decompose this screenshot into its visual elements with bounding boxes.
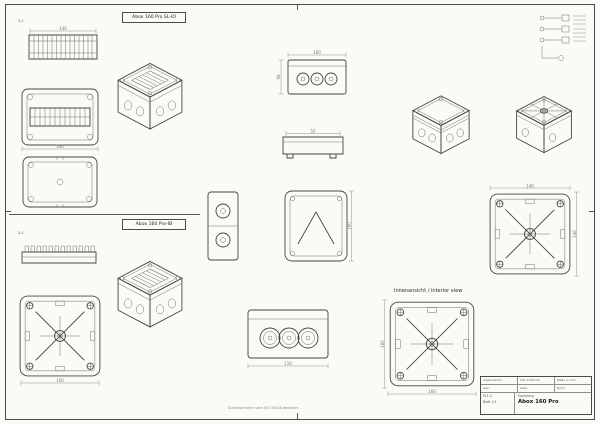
- view-iso-closed-box: [412, 95, 470, 154]
- title-block-main: M 1:2 Blatt 1/1 Spelsberg Abox 160 Pro: [481, 393, 591, 414]
- dim-label: 160: [347, 222, 352, 230]
- tb-field: Norm: [557, 385, 566, 390]
- tb-field: ISO 2768-mK: [518, 377, 555, 384]
- frame-tick-right: [589, 211, 595, 212]
- dim-label: 146: [572, 230, 577, 238]
- view-iso-open-box-ib: [117, 261, 183, 328]
- detail-scale-callout-2: 2:1: [18, 231, 24, 235]
- tb-field: Gez.: [481, 385, 518, 392]
- tb-drawing-title: Abox 160 Pro: [518, 399, 559, 405]
- view-iso-open-box-sl: [117, 63, 183, 130]
- view-interior-top-medium: 146 146: [489, 184, 580, 282]
- section-divider: [9, 214, 200, 215]
- tb-scale: M 1:2: [483, 394, 492, 398]
- title-block-title-cell: Spelsberg Abox 160 Pro: [515, 393, 591, 414]
- tb-field: Gepr.: [518, 385, 555, 392]
- view-side-two-knockouts: [204, 190, 244, 264]
- dim-label: 160: [380, 340, 385, 348]
- tb-field: Allgemeintol.: [481, 377, 518, 384]
- variant-label-ib-text: Abox 160 Pro-IB: [135, 222, 173, 227]
- dim-label: 160: [56, 144, 64, 149]
- view-lid-wedge: 160: [282, 188, 354, 266]
- detail-scale-callout-1: 2:1: [18, 19, 24, 23]
- dim-label: 52: [310, 129, 316, 134]
- view-iso-interior-box: [516, 96, 572, 154]
- title-block-row-1: Allgemeintol. ISO 2768-mK Maße in mm: [481, 377, 591, 385]
- title-block-scale-cell: M 1:2 Blatt 1/1: [481, 393, 515, 414]
- variant-label-ib: Abox 160 Pro-IB: [122, 219, 186, 230]
- dim-label: 146: [526, 184, 534, 189]
- dim-label: 94: [276, 74, 281, 80]
- frame-tick-left: [5, 211, 11, 212]
- view-front-three-knockouts: 160 94: [276, 50, 350, 98]
- title-block: Allgemeintol. ISO 2768-mK Maße in mm Gez…: [480, 376, 592, 415]
- tb-company: Spelsberg: [518, 394, 534, 398]
- view-top-box-with-terminal: 160: [18, 86, 102, 152]
- dim-label: 110: [284, 361, 292, 366]
- tb-sheet: Blatt 1/1: [483, 399, 497, 404]
- dim-label: 146: [59, 26, 67, 31]
- interior-view-label: Innenansicht / interior view: [394, 288, 463, 294]
- dim-label: 160: [428, 389, 436, 394]
- view-top-lid: [20, 155, 100, 211]
- view-terminal-strip-side: [18, 238, 100, 266]
- view-terminal-strip-top: 146: [24, 26, 102, 62]
- drawing-frame: [5, 4, 595, 420]
- footer-protection-note: Schutzvermerk nach ISO 16016 beachten: [228, 406, 299, 410]
- title-block-row-2: Gez. Gepr. Norm: [481, 385, 591, 393]
- variant-label-sl-text: Abox 160 Pro SL-IO: [132, 15, 176, 20]
- frame-tick-top: [297, 4, 298, 10]
- view-interior-top-ib: 160: [19, 295, 101, 388]
- view-front-membrane-glands: 110: [244, 304, 332, 370]
- view-side-profile: 52: [280, 129, 346, 160]
- view-interior-top-large: 160 160: [380, 298, 478, 400]
- variant-label-sl: Abox 160 Pro SL-IO: [122, 12, 186, 23]
- frame-tick-bottom: [297, 413, 298, 419]
- dim-label: 160: [313, 50, 321, 55]
- tb-field: Maße in mm: [557, 377, 576, 382]
- dim-label: 160: [56, 378, 64, 383]
- view-wiring-schematic: [534, 10, 588, 66]
